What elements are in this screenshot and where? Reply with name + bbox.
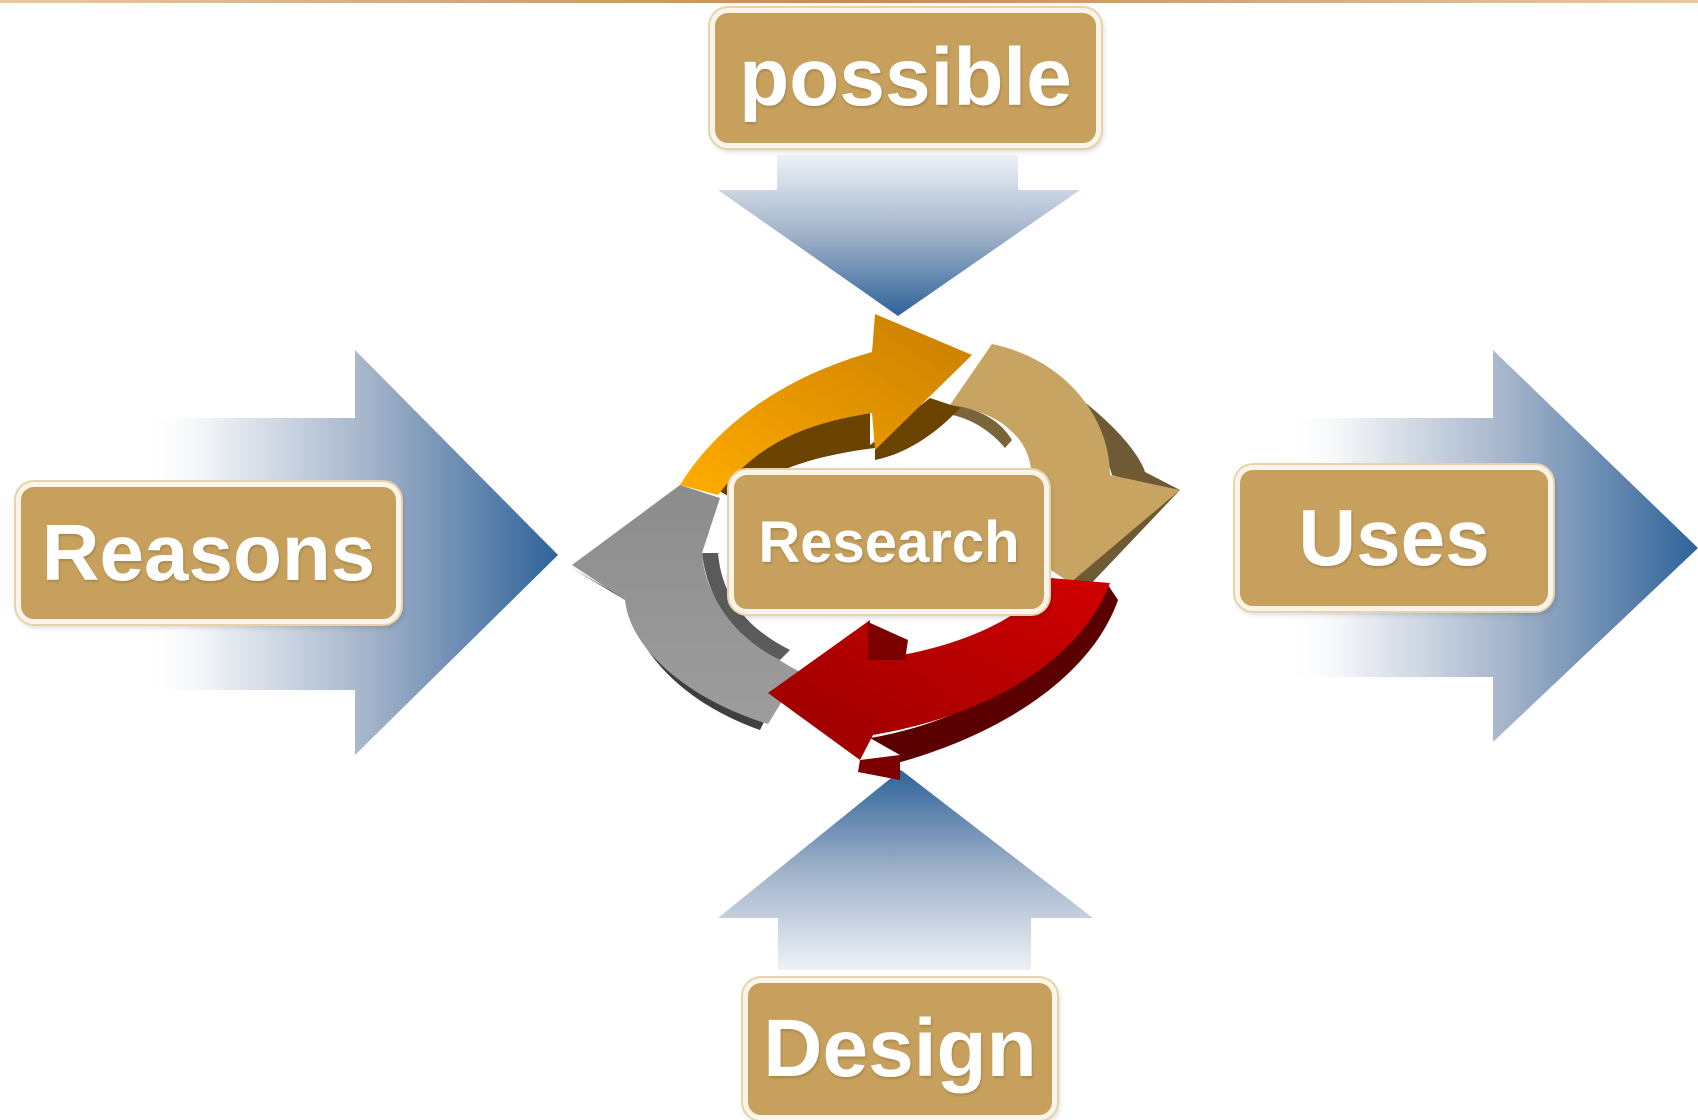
top-down-arrow-icon xyxy=(718,155,1080,316)
bottom-up-arrow-icon xyxy=(718,770,1093,970)
node-design: Design xyxy=(743,978,1057,1120)
cycle-arrows-icon xyxy=(570,314,1180,780)
node-uses: Uses xyxy=(1235,465,1553,611)
node-research: Research xyxy=(729,470,1049,614)
top-divider xyxy=(0,0,1698,3)
node-possible: possible xyxy=(710,8,1101,148)
node-reasons: Reasons xyxy=(16,482,401,624)
